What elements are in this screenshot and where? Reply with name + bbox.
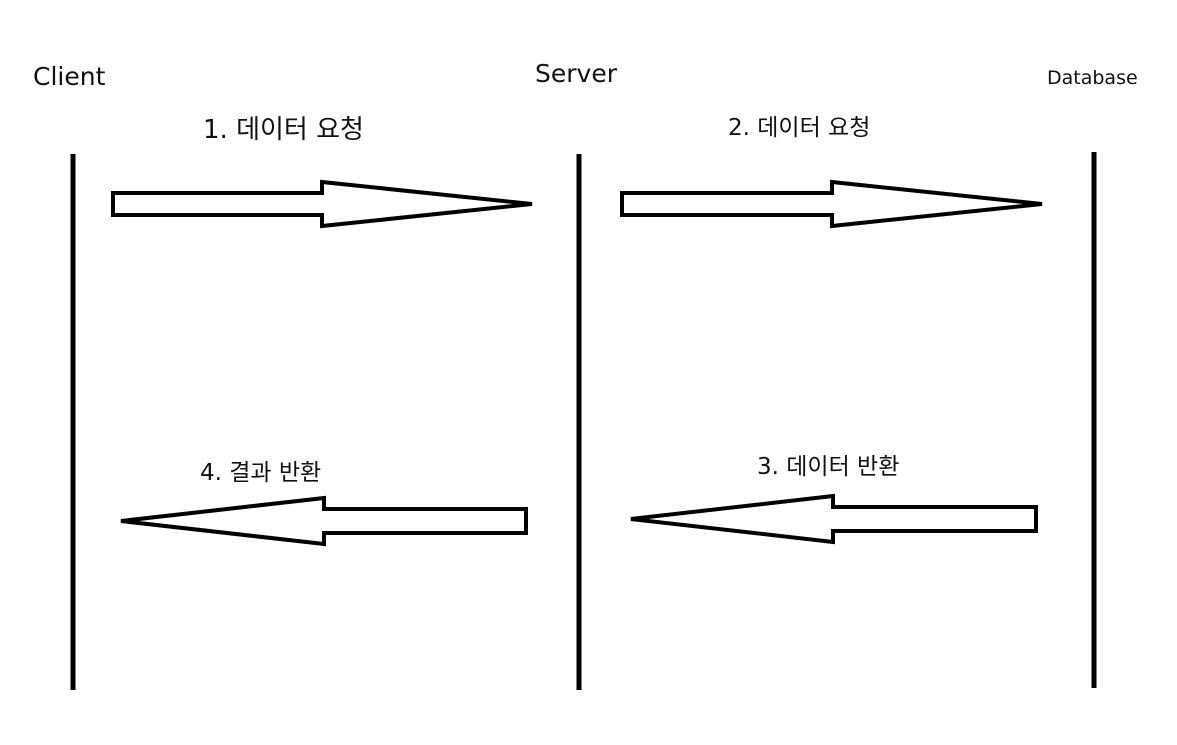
server-label: Server [535, 59, 617, 88]
arrow-request-server-to-database [620, 179, 1043, 229]
client-label: Client [33, 62, 106, 91]
message-label-step2: 2. 데이터 요청 [728, 115, 871, 141]
arrow-request-client-to-server [111, 179, 533, 229]
database-label: Database [1047, 67, 1138, 89]
arrow-response-server-to-client [120, 495, 528, 547]
message-label-step1: 1. 데이터 요청 [203, 115, 364, 145]
message-label-step3: 3. 데이터 반환 [757, 454, 900, 480]
arrow-response-database-to-server [630, 493, 1038, 545]
message-label-step4: 4. 결과 반환 [200, 460, 322, 486]
